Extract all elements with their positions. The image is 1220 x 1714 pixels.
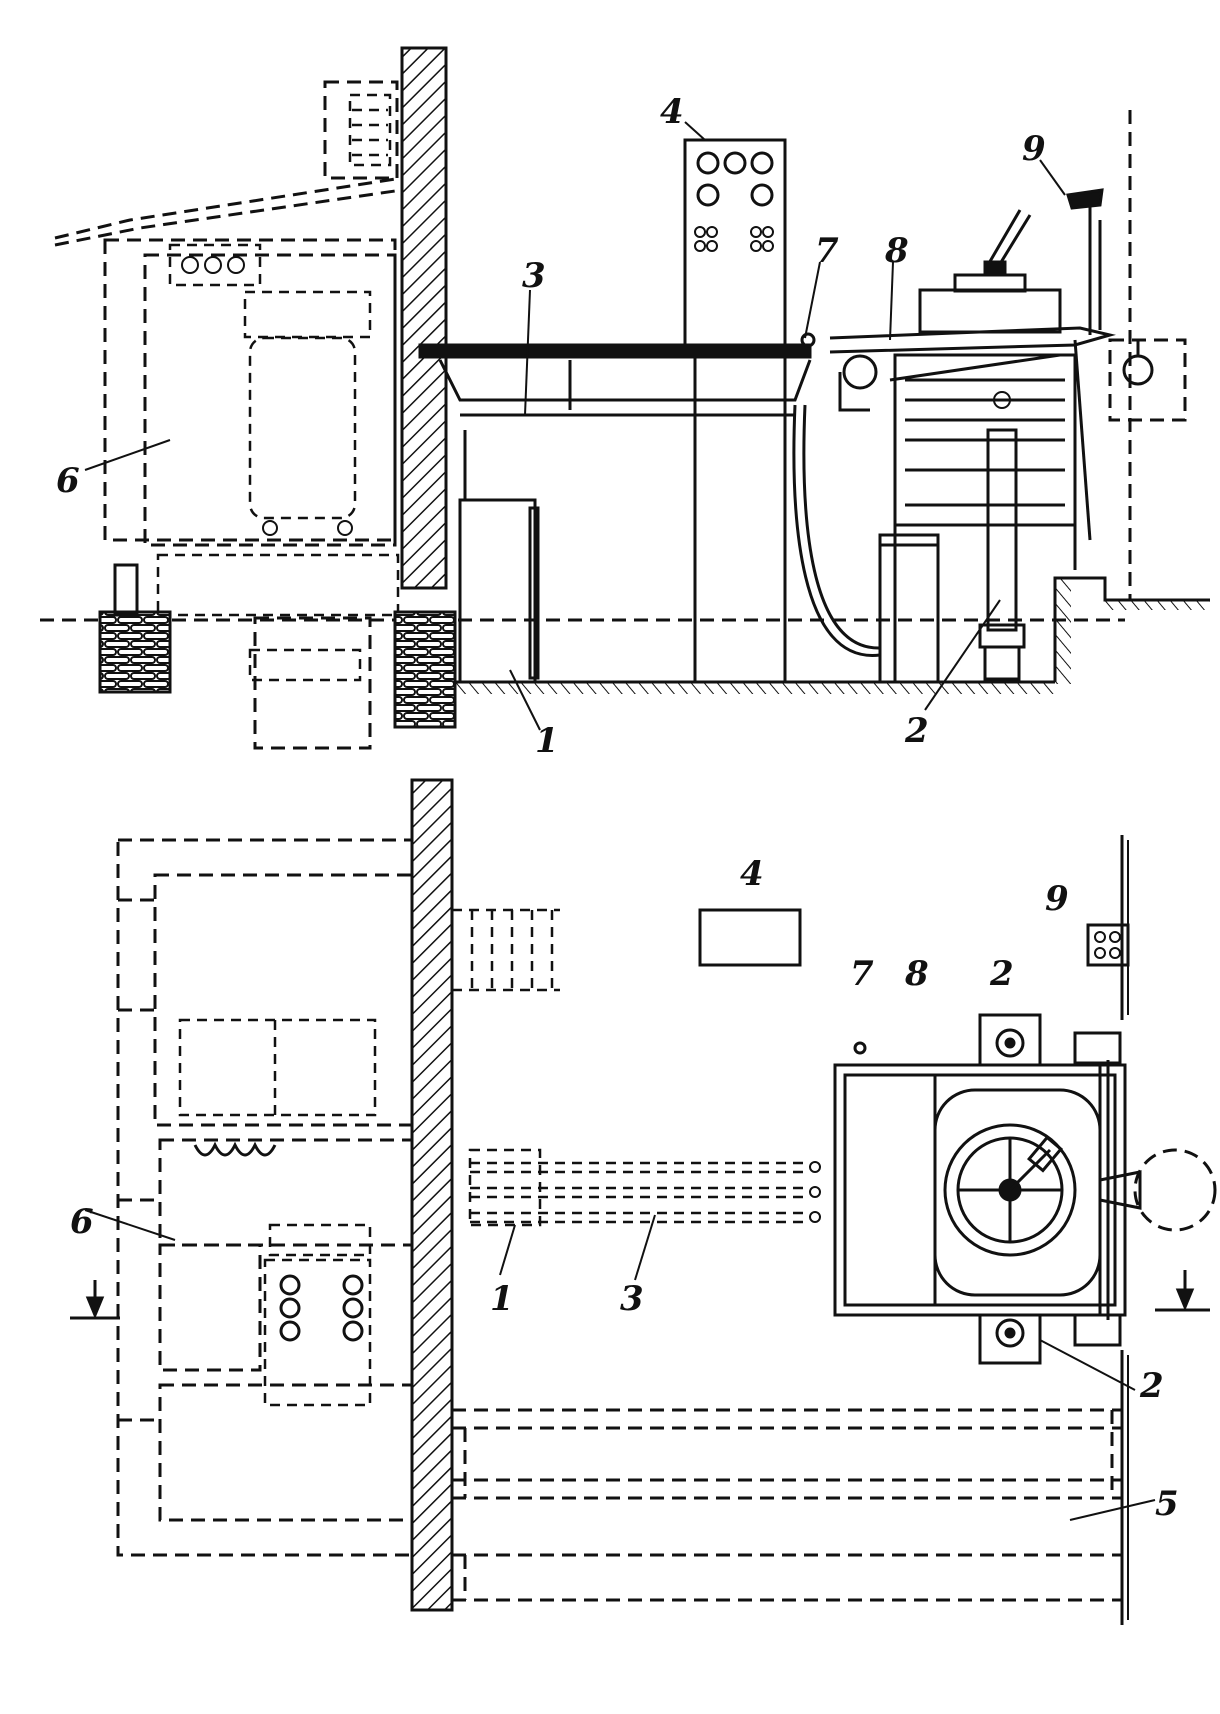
- labels: 6 3 4 7 8 9 1 2 4 9 7 8 2 6 1 3 2 5: [56, 92, 1179, 1524]
- label-control-panel-plan: 4: [740, 854, 764, 894]
- label-press-machine-plan: 6: [70, 1202, 94, 1242]
- pipeline-plan: [470, 1161, 821, 1224]
- leader-lines: [84, 121, 1156, 1521]
- label-press-machine: 6: [56, 461, 80, 501]
- wall-vents: [452, 908, 560, 992]
- label-pipeline-plan: 3: [620, 1279, 644, 1319]
- switch-box-plan: [1086, 923, 1130, 967]
- label-jack: 2: [904, 711, 929, 751]
- label-control-panel: 4: [660, 92, 684, 132]
- control-panel: [683, 138, 787, 682]
- floor-plate: [418, 343, 812, 359]
- valve: [800, 332, 816, 348]
- oil-tank: [878, 533, 940, 684]
- switch-box: [1066, 188, 1104, 335]
- label-switch-box-plan: 9: [1045, 879, 1069, 919]
- brick-foundation-icon: [393, 610, 457, 729]
- control-panel-plan: [698, 908, 802, 967]
- label-jack-plan-top: 2: [989, 954, 1014, 994]
- hatched-wall-icon: [400, 46, 448, 590]
- label-switch-box: 9: [1022, 129, 1046, 169]
- label-pump: 1: [535, 721, 559, 761]
- section-arrow-icon: [1155, 1270, 1210, 1312]
- hook-icon: [1122, 340, 1154, 386]
- handwheel-icon: [943, 1123, 1077, 1257]
- section-arrow-icon: [70, 1280, 120, 1320]
- label-pipeline: 3: [522, 256, 546, 296]
- label-platform-plan: 8: [904, 954, 929, 994]
- hook-plan: [1133, 1148, 1217, 1232]
- jack-plan-bottom: [978, 1313, 1042, 1365]
- press-machine-plan: [116, 838, 414, 1557]
- platform: [829, 209, 1116, 682]
- label-jack-plan-bottom: 2: [1139, 1366, 1164, 1406]
- rail-track: [452, 1408, 1122, 1602]
- label-valve-plan: 7: [850, 954, 874, 994]
- press-machine-outline: [40, 80, 1125, 750]
- pit-floor: [455, 682, 1055, 694]
- label-valve: 7: [815, 231, 839, 271]
- valve-plan: [853, 1041, 867, 1055]
- pump: [458, 498, 537, 684]
- label-rail-track: 5: [1155, 1484, 1179, 1524]
- label-pump-plan: 1: [490, 1279, 514, 1319]
- brick-foundation-icon: [98, 610, 172, 694]
- jack-plan-top: [978, 1013, 1042, 1067]
- label-platform: 8: [884, 231, 909, 271]
- hatched-wall-icon: [410, 778, 454, 1612]
- jack: [978, 391, 1026, 681]
- elevation-view: [40, 46, 1210, 750]
- plan-view: [70, 778, 1217, 1625]
